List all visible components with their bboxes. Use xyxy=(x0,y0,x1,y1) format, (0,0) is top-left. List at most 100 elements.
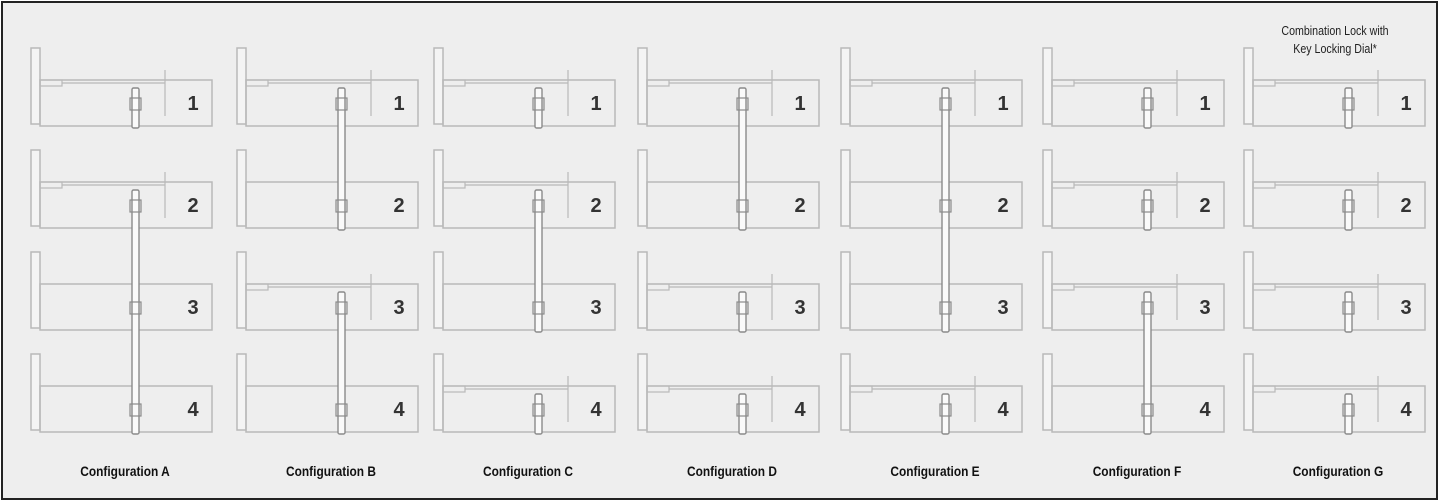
drawer-number-e-3: 3 xyxy=(997,297,1008,319)
drawer-number-g-4: 4 xyxy=(1400,399,1412,421)
drawer-outline-f-1 xyxy=(1051,79,1225,127)
key-cylinder-f-2 xyxy=(1051,181,1075,189)
drawer-post-g-1 xyxy=(1243,47,1254,125)
lock-bolt-d-1 xyxy=(736,97,749,111)
drawer-post-a-3 xyxy=(30,251,41,329)
lock-bolt-b-4 xyxy=(335,403,348,417)
key-cylinder-g-4 xyxy=(1252,385,1276,393)
configuration-e-label: Configuration E xyxy=(890,463,980,479)
drawer-number-c-2: 2 xyxy=(590,195,601,217)
drawer-outline-e-2 xyxy=(849,181,1023,229)
drawer-post-e-1 xyxy=(840,47,851,125)
lock-bolt-e-1 xyxy=(939,97,952,111)
drawer-post-f-3 xyxy=(1042,251,1053,329)
drawer-outline-f-4 xyxy=(1051,385,1225,433)
drawer-outline-e-4 xyxy=(849,385,1023,433)
note-line-2: Key Locking Dial* xyxy=(1293,41,1377,56)
lock-rod-g-4 xyxy=(1344,393,1353,435)
drawer-outline-g-4 xyxy=(1252,385,1426,433)
lock-rod-c-1 xyxy=(534,87,543,129)
lock-rod-f-2 xyxy=(1143,189,1152,231)
drawer-post-c-4 xyxy=(433,353,444,431)
key-cylinder-e-4 xyxy=(849,385,873,393)
drawer-number-f-1: 1 xyxy=(1199,93,1210,115)
lock-bolt-f-4 xyxy=(1141,403,1154,417)
lock-rod-d-2 xyxy=(738,291,747,333)
drawer-outline-g-1 xyxy=(1252,79,1426,127)
lock-bolt-b-1 xyxy=(335,97,348,111)
drawer-number-b-2: 2 xyxy=(393,195,404,217)
drawer-number-g-1: 1 xyxy=(1400,93,1411,115)
drawer-outline-d-4 xyxy=(646,385,820,433)
drawer-outline-b-4 xyxy=(245,385,419,433)
drawer-number-b-1: 1 xyxy=(393,93,404,115)
key-cylinder-d-3 xyxy=(646,283,670,291)
lock-bolt-d-2 xyxy=(736,199,749,213)
key-cylinder-g-1 xyxy=(1252,79,1276,87)
drawer-post-f-4 xyxy=(1042,353,1053,431)
lock-rod-g-2 xyxy=(1344,189,1353,231)
lock-rod-a-1 xyxy=(131,87,140,129)
key-cylinder-e-1 xyxy=(849,79,873,87)
drawer-number-a-3: 3 xyxy=(187,297,198,319)
drawer-number-a-2: 2 xyxy=(187,195,198,217)
drawer-post-d-2 xyxy=(637,149,648,227)
drawer-outline-a-4 xyxy=(39,385,213,433)
configuration-g-label: Configuration G xyxy=(1292,463,1384,479)
drawer-outline-a-2 xyxy=(39,181,213,229)
drawer-post-b-4 xyxy=(236,353,247,431)
drawer-number-e-4: 4 xyxy=(997,399,1009,421)
drawer-number-e-2: 2 xyxy=(997,195,1008,217)
lock-bolt-b-3 xyxy=(335,301,348,315)
drawer-number-d-1: 1 xyxy=(794,93,805,115)
key-cylinder-f-3 xyxy=(1051,283,1075,291)
drawer-number-g-3: 3 xyxy=(1400,297,1411,319)
drawer-post-c-2 xyxy=(433,149,444,227)
lock-bolt-c-4 xyxy=(532,403,545,417)
drawer-outline-c-2 xyxy=(442,181,616,229)
key-cylinder-g-3 xyxy=(1252,283,1276,291)
lock-bolt-a-2 xyxy=(129,199,142,213)
drawer-outline-c-1 xyxy=(442,79,616,127)
lock-bolt-g-3 xyxy=(1342,301,1355,315)
note-line-1: Combination Lock with xyxy=(1281,23,1389,38)
lock-bolt-d-3 xyxy=(736,301,749,315)
lock-bolt-a-1 xyxy=(129,97,142,111)
drawer-post-e-3 xyxy=(840,251,851,329)
drawer-post-g-4 xyxy=(1243,353,1254,431)
lock-bolt-d-4 xyxy=(736,403,749,417)
lock-rod-c-3 xyxy=(534,393,543,435)
key-cylinder-b-3 xyxy=(245,283,269,291)
drawer-post-g-3 xyxy=(1243,251,1254,329)
drawer-outline-e-1 xyxy=(849,79,1023,127)
drawer-post-b-2 xyxy=(236,149,247,227)
drawer-post-d-1 xyxy=(637,47,648,125)
lock-rod-c-2 xyxy=(534,189,543,333)
drawer-outline-d-3 xyxy=(646,283,820,331)
key-cylinder-c-1 xyxy=(442,79,466,87)
lock-rod-f-3 xyxy=(1143,291,1152,435)
drawer-number-g-2: 2 xyxy=(1400,195,1411,217)
drawer-number-d-4: 4 xyxy=(794,399,806,421)
drawer-post-e-4 xyxy=(840,353,851,431)
drawer-post-g-2 xyxy=(1243,149,1254,227)
drawer-number-e-1: 1 xyxy=(997,93,1008,115)
key-cylinder-d-4 xyxy=(646,385,670,393)
drawer-number-b-3: 3 xyxy=(393,297,404,319)
key-cylinder-d-1 xyxy=(646,79,670,87)
drawer-outline-b-1 xyxy=(245,79,419,127)
lock-bolt-c-1 xyxy=(532,97,545,111)
lock-rod-a-2 xyxy=(131,189,140,435)
drawer-number-f-2: 2 xyxy=(1199,195,1210,217)
drawer-outline-c-4 xyxy=(442,385,616,433)
drawer-number-f-4: 4 xyxy=(1199,399,1211,421)
lock-rod-b-1 xyxy=(337,87,346,231)
lock-bolt-f-1 xyxy=(1141,97,1154,111)
key-cylinder-a-1 xyxy=(39,79,63,87)
lock-rod-e-1 xyxy=(941,87,950,333)
lock-rod-g-1 xyxy=(1344,87,1353,129)
drawer-outline-d-2 xyxy=(646,181,820,229)
configuration-a-label: Configuration A xyxy=(80,463,170,479)
